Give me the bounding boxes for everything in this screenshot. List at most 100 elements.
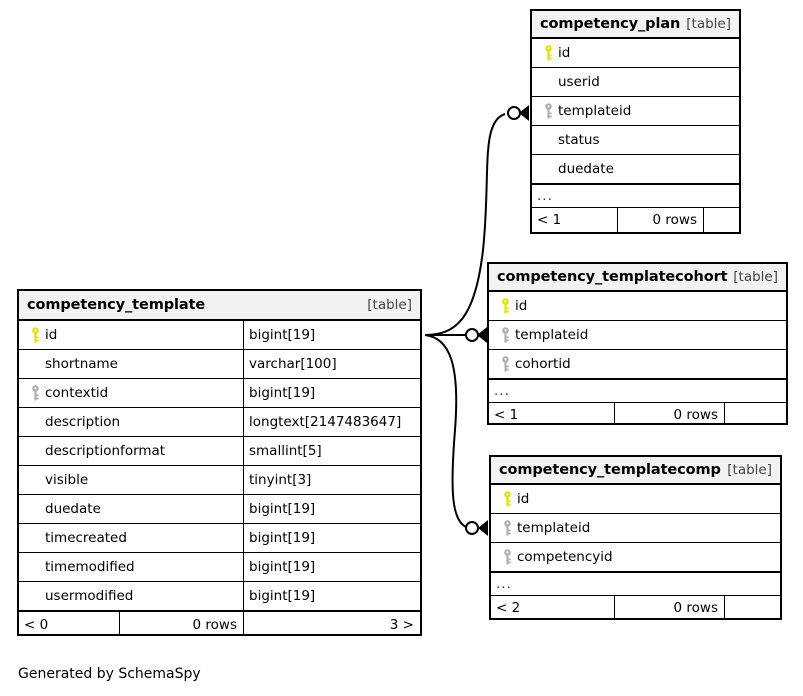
column-name: id — [517, 491, 530, 507]
edge-endpoint-plan — [507, 105, 529, 121]
foreign-key-icon — [495, 327, 515, 343]
column-name: templateid — [558, 103, 632, 119]
footer-children-count — [724, 596, 780, 618]
column-row-id[interactable]: id — [489, 292, 786, 321]
foreign-key-icon — [495, 356, 515, 372]
table-title: competency_templatecohort — [497, 269, 728, 285]
edge-template-to-templatecomp — [424, 334, 467, 528]
more-columns-indicator: ... — [491, 572, 780, 596]
column-name: timecreated — [45, 530, 127, 546]
footer-parents-count: < 1 — [537, 212, 562, 228]
column-row-status[interactable]: status — [532, 126, 739, 155]
table-footer-competency_plan: < 1 0 rows — [532, 208, 739, 232]
edge-endpoint-templatecohort — [465, 327, 487, 343]
table-competency_template[interactable]: competency_template [table] id bigint[19… — [17, 289, 422, 636]
column-type: bigint[19] — [249, 559, 316, 575]
footer-row-count: 0 rows — [614, 596, 724, 618]
column-type: bigint[19] — [249, 501, 316, 517]
column-row-visible[interactable]: visible tinyint[3] — [19, 466, 420, 495]
footer-row-count: 0 rows — [617, 208, 703, 232]
column-name: duedate — [558, 161, 614, 177]
foreign-key-icon — [25, 385, 45, 401]
column-type: varchar[100] — [249, 356, 337, 372]
column-row-descriptionformat[interactable]: descriptionformat smallint[5] — [19, 437, 420, 466]
column-name: id — [45, 327, 58, 343]
table-kind-label: [table] — [733, 269, 778, 285]
more-columns-indicator: ... — [532, 184, 739, 208]
table-kind-label: [table] — [686, 16, 731, 32]
footer-row-count: 0 rows — [614, 403, 724, 423]
column-row-id[interactable]: id — [491, 485, 780, 514]
footer-parents-count: < 2 — [496, 600, 521, 616]
column-row-shortname[interactable]: shortname varchar[100] — [19, 350, 420, 379]
table-footer-competency_templatecomp: < 2 0 rows — [491, 596, 780, 618]
column-name: contextid — [45, 385, 109, 401]
column-name: id — [558, 45, 571, 61]
column-type: tinyint[3] — [249, 472, 312, 488]
column-name: templateid — [515, 327, 589, 343]
primary-key-icon — [538, 45, 558, 61]
more-columns-indicator: ... — [489, 379, 786, 403]
column-type: bigint[19] — [249, 530, 316, 546]
column-name: status — [558, 132, 600, 148]
table-title: competency_templatecomp — [499, 462, 721, 478]
table-competency_templatecomp[interactable]: competency_templatecomp [table] id templ… — [489, 455, 782, 620]
footer-parents-count: < 0 — [24, 616, 49, 633]
column-row-description[interactable]: description longtext[2147483647] — [19, 408, 420, 437]
table-title: competency_template — [27, 297, 206, 313]
table-competency_templatecohort[interactable]: competency_templatecohort [table] id tem… — [487, 262, 788, 425]
column-type: bigint[19] — [249, 327, 316, 343]
table-competency_plan[interactable]: competency_plan [table] id userid t — [530, 9, 741, 234]
table-footer-competency_template: < 0 0 rows 3 > — [19, 611, 420, 634]
column-row-templateid[interactable]: templateid — [491, 514, 780, 543]
column-type: longtext[2147483647] — [249, 414, 402, 430]
column-row-templateid[interactable]: templateid — [532, 97, 739, 126]
column-row-id[interactable]: id bigint[19] — [19, 321, 420, 350]
table-kind-label: [table] — [367, 297, 412, 313]
column-name: duedate — [45, 501, 101, 517]
column-row-id[interactable]: id — [532, 39, 739, 68]
generated-by-caption: Generated by SchemaSpy — [18, 666, 201, 682]
footer-parents-count: < 1 — [494, 407, 519, 423]
column-row-templateid[interactable]: templateid — [489, 321, 786, 350]
column-row-cohortid[interactable]: cohortid — [489, 350, 786, 379]
column-row-contextid[interactable]: contextid bigint[19] — [19, 379, 420, 408]
column-name: shortname — [45, 356, 118, 372]
edge-endpoint-templatecomp — [465, 520, 488, 536]
table-header-competency_templatecohort: competency_templatecohort [table] — [489, 264, 786, 292]
column-type: smallint[5] — [249, 443, 322, 459]
foreign-key-icon — [538, 103, 558, 119]
table-kind-label: [table] — [727, 462, 772, 478]
column-row-competencyid[interactable]: competencyid — [491, 543, 780, 572]
column-row-timecreated[interactable]: timecreated bigint[19] — [19, 524, 420, 553]
column-row-usermodified[interactable]: usermodified bigint[19] — [19, 582, 420, 611]
table-header-competency_plan: competency_plan [table] — [532, 11, 739, 39]
table-header-competency_templatecomp: competency_templatecomp [table] — [491, 457, 780, 485]
table-footer-competency_templatecohort: < 1 0 rows — [489, 403, 786, 423]
table-header-competency_template: competency_template [table] — [19, 291, 420, 321]
column-name: competencyid — [517, 549, 613, 565]
column-row-duedate[interactable]: duedate — [532, 155, 739, 184]
footer-children-count — [703, 208, 739, 232]
primary-key-icon — [497, 491, 517, 507]
column-row-timemodified[interactable]: timemodified bigint[19] — [19, 553, 420, 582]
foreign-key-icon — [497, 549, 517, 565]
column-name: templateid — [517, 520, 591, 536]
column-name: cohortid — [515, 356, 571, 372]
column-type: bigint[19] — [249, 588, 316, 604]
column-row-userid[interactable]: userid — [532, 68, 739, 97]
foreign-key-icon — [497, 520, 517, 536]
column-name: visible — [45, 472, 89, 488]
column-row-duedate[interactable]: duedate bigint[19] — [19, 495, 420, 524]
table-title: competency_plan — [540, 16, 681, 32]
column-type: bigint[19] — [249, 385, 316, 401]
footer-children-count: 3 > — [243, 612, 420, 634]
footer-children-count — [724, 403, 786, 423]
column-name: userid — [558, 74, 600, 90]
column-name: id — [515, 298, 528, 314]
column-name: timemodified — [45, 559, 135, 575]
column-name: usermodified — [45, 588, 134, 604]
primary-key-icon — [495, 298, 515, 314]
primary-key-icon — [25, 327, 45, 343]
